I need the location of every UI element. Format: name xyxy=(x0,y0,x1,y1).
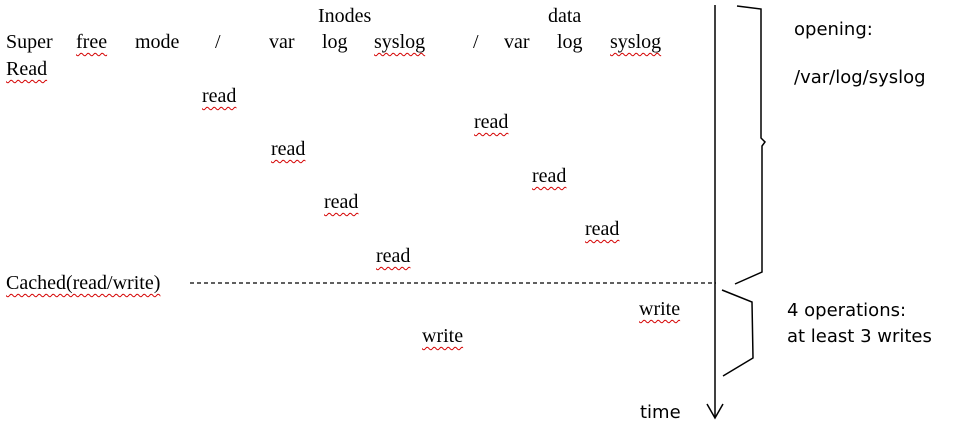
read-op-6: read xyxy=(585,218,620,240)
ops-brace xyxy=(721,289,754,377)
col-var-inode: var xyxy=(269,31,295,53)
cached-label: Cached(read/write) xyxy=(6,272,161,294)
ops-count-text: 4 operations: xyxy=(787,300,907,321)
col-syslog-inode: syslog xyxy=(374,31,426,53)
inodes-label: Inodes xyxy=(318,5,372,27)
opening-path: /var/log/syslog xyxy=(794,67,926,88)
read-op-7: read xyxy=(376,245,411,267)
read-op-1: read xyxy=(202,85,237,107)
read-op-2: read xyxy=(474,111,509,133)
col-var-data: var xyxy=(504,31,530,53)
read-row-label: Read xyxy=(6,58,48,80)
read-op-4: read xyxy=(532,165,567,187)
data-label: data xyxy=(548,5,582,27)
time-label: time xyxy=(640,402,681,423)
opening-brace xyxy=(734,5,766,285)
time-arrow-head xyxy=(706,403,724,420)
col-root-data: / xyxy=(473,31,479,53)
ops-writes-text: at least 3 writes xyxy=(787,326,932,347)
read-op-5: read xyxy=(324,191,359,213)
write-op-2: write xyxy=(422,325,464,347)
read-op-3: read xyxy=(271,138,306,160)
col-free: free xyxy=(76,31,108,53)
col-super: Super xyxy=(6,31,53,53)
col-log-data: log xyxy=(557,31,583,53)
col-log-inode: log xyxy=(322,31,348,53)
col-root-slash: / xyxy=(215,31,221,53)
opening-title: opening: xyxy=(794,19,873,40)
col-mode: mode xyxy=(135,31,180,53)
write-op-1: write xyxy=(639,298,681,320)
col-syslog-data: syslog xyxy=(610,31,662,53)
